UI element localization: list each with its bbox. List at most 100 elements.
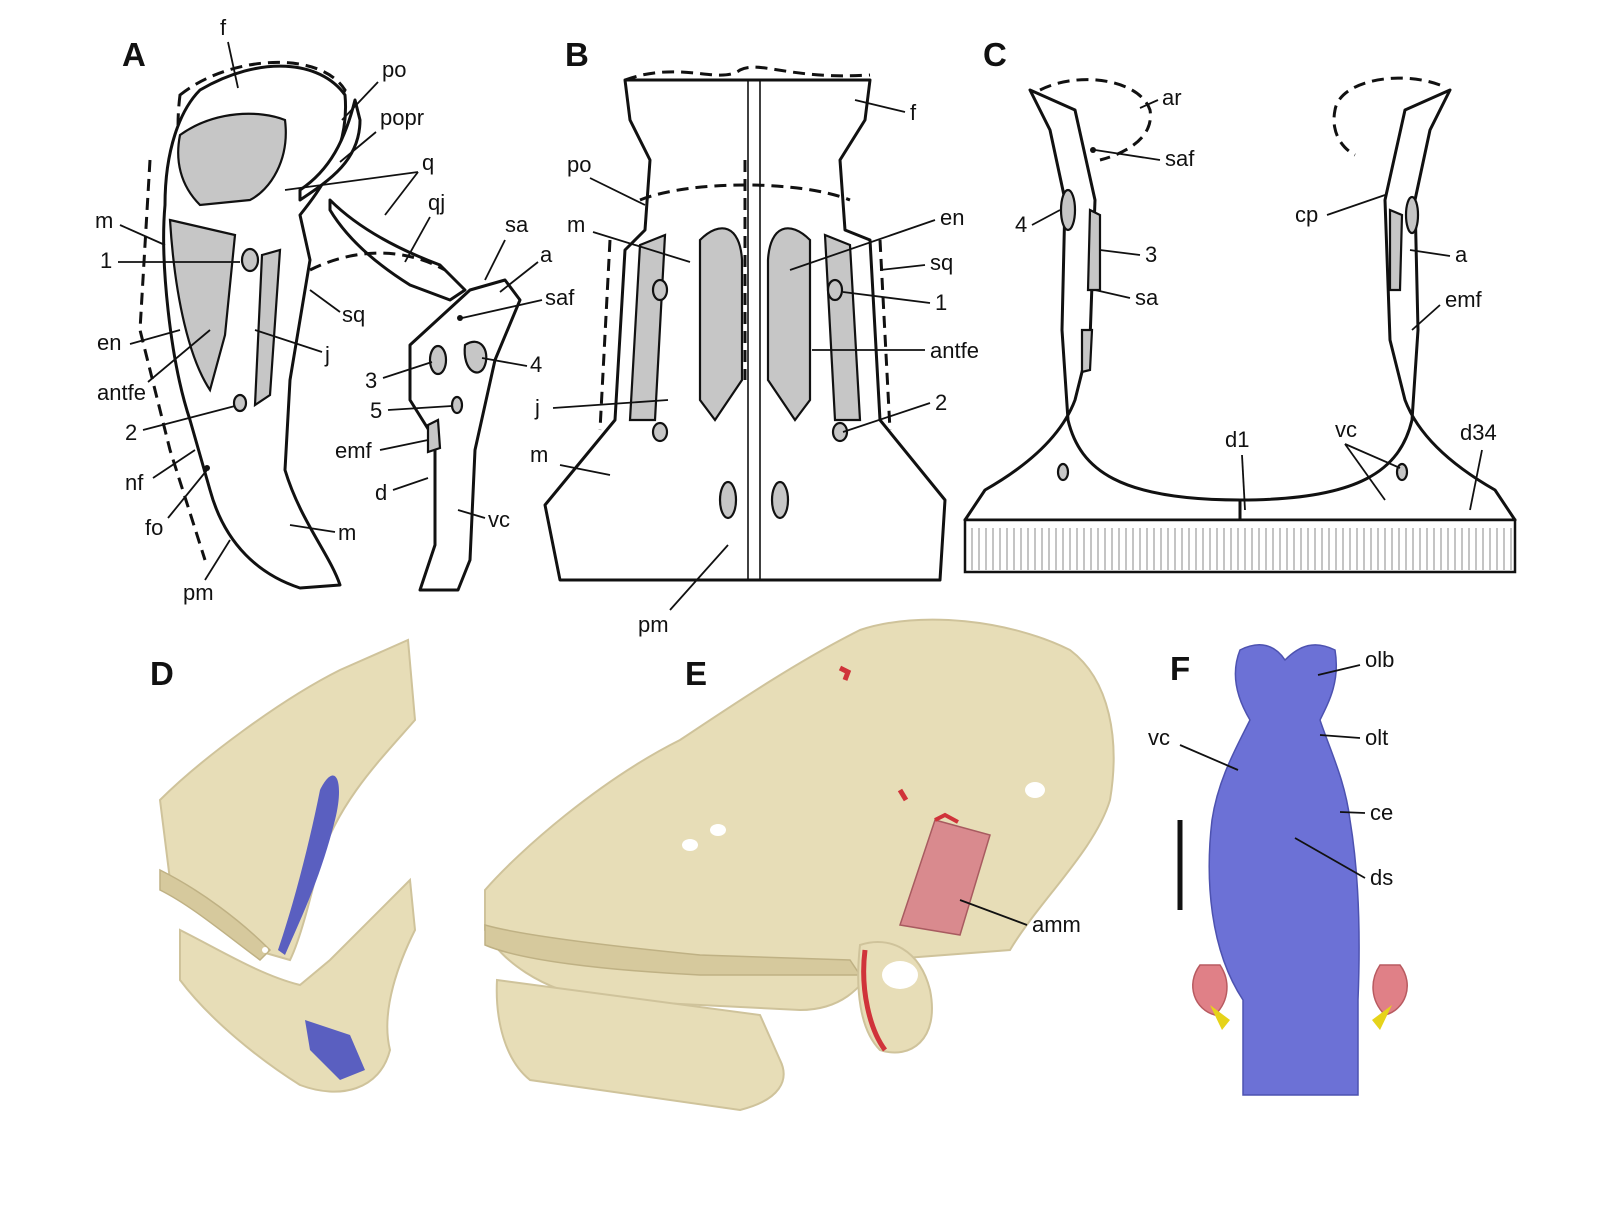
d-upper-jaw-edge <box>159 868 272 961</box>
label-a-q: q <box>422 150 434 175</box>
label-a-a: a <box>540 242 553 267</box>
label-a-vc: vc <box>488 507 510 532</box>
emf-a <box>426 418 442 454</box>
label-a-saf: saf <box>545 285 575 310</box>
label-b-po: po <box>567 152 591 177</box>
label-a-emf: emf <box>335 438 373 463</box>
f-nerve-left <box>1210 1005 1230 1030</box>
e-quadrate-section <box>857 941 933 1054</box>
label-a-m2: m <box>338 520 356 545</box>
panel-label-a: A <box>122 36 146 73</box>
label-f-ds: ds <box>1370 865 1393 890</box>
jaw-dashed <box>598 239 892 431</box>
label-a-fo: fo <box>145 515 163 540</box>
fenestra-right-small-c <box>1404 195 1420 235</box>
label-a-po: po <box>382 57 406 82</box>
f-brain-endocast <box>1208 644 1360 1096</box>
panel-e: E amm <box>484 618 1115 1112</box>
foramen-1-right-b <box>826 278 844 302</box>
label-a-antfe: antfe <box>97 380 146 405</box>
postorbital-process <box>298 98 362 202</box>
label-a-popr: popr <box>380 105 424 130</box>
foramen-1-left-b <box>651 278 669 302</box>
label-a-sa: sa <box>505 212 529 237</box>
label-c-cp: cp <box>1295 202 1318 227</box>
panel-label-c: C <box>983 36 1007 73</box>
dental-battery-band <box>963 518 1517 574</box>
panel-label-f: F <box>1170 650 1190 687</box>
label-c-4: 4 <box>1015 212 1027 237</box>
quadratojugal-bar <box>328 198 467 302</box>
left-antfe-b <box>698 227 744 422</box>
fenestra-right-c <box>1388 208 1404 292</box>
label-a-f: f <box>220 15 227 40</box>
label-c-vc: vc <box>1335 417 1357 442</box>
lateral-temporal-fenestra <box>253 248 282 408</box>
d-lower-jaw-bone <box>179 877 417 1093</box>
e-section-hole <box>882 961 918 989</box>
label-c-d1: d1 <box>1225 427 1249 452</box>
label-b-en: en <box>940 205 964 230</box>
e-amm-muscle <box>899 819 991 936</box>
articular-dashed-right <box>1332 76 1441 157</box>
e-cut-surface <box>861 949 888 1052</box>
right-antfe-b <box>766 227 812 422</box>
label-c-d34: d34 <box>1460 420 1497 445</box>
label-b-1: 1 <box>935 290 947 315</box>
foramen-2-right-b <box>831 421 849 443</box>
labels-b: f po m en sq 1 antfe 2 j m pm <box>530 99 979 637</box>
label-a-5: 5 <box>370 398 382 423</box>
panel-d: D <box>150 638 417 1093</box>
fenestra-5-a <box>450 395 464 415</box>
orbit-fenestra <box>177 112 287 207</box>
label-a-j: j <box>324 342 330 367</box>
label-a-pm: pm <box>183 580 214 605</box>
panel-b: B f po m en sq 1 antf <box>530 36 979 637</box>
label-b-m2: m <box>530 442 548 467</box>
panel-label-b: B <box>565 36 589 73</box>
label-b-antfe: antfe <box>930 338 979 363</box>
label-f-ce: ce <box>1370 800 1393 825</box>
label-c-sa: sa <box>1135 285 1159 310</box>
skull-roof-dashed <box>624 65 871 82</box>
label-b-sq: sq <box>930 250 953 275</box>
foramen-1-a <box>240 247 260 273</box>
label-c-a: a <box>1455 242 1468 267</box>
d-muscle-upper <box>278 775 340 955</box>
fenestra-3-c <box>1086 208 1102 292</box>
label-c-saf: saf <box>1165 146 1195 171</box>
labels-a: f po popr q qj m 1 sq j en antfe 2 nf <box>95 15 575 605</box>
f-nerve-right <box>1372 1005 1392 1030</box>
label-a-4: 4 <box>530 352 542 377</box>
fenestra-4-a <box>463 340 488 374</box>
emf-left-c <box>1080 328 1094 374</box>
fenestra-4-c <box>1059 188 1077 232</box>
label-e-amm: amm <box>1032 912 1081 937</box>
panel-label-e: E <box>685 655 707 692</box>
panel-f: F olb olt vc ce ds <box>1148 644 1408 1096</box>
labels-c: ar saf 4 3 sa cp a emf vc d1 d34 <box>1015 85 1497 511</box>
dental-battery-teeth <box>971 528 1512 570</box>
label-a-d: d <box>375 480 387 505</box>
articular-dashed-left <box>1039 78 1152 162</box>
label-b-pm: pm <box>638 612 669 637</box>
labels-f: olb olt vc ce ds <box>1148 647 1394 890</box>
label-b-f: f <box>910 100 917 125</box>
label-a-m: m <box>95 208 113 233</box>
label-b-j: j <box>534 395 540 420</box>
label-c-emf: emf <box>1445 287 1483 312</box>
temporal-dashed <box>309 251 446 272</box>
foramen-2-a <box>232 393 248 413</box>
foramen-2-left-b <box>651 421 669 443</box>
d-muscle-lower <box>305 1020 365 1080</box>
panel-label-d: D <box>150 655 174 692</box>
label-b-2: 2 <box>935 390 947 415</box>
label-a-sq: sq <box>342 302 365 327</box>
skull-dorsal-outline <box>543 78 947 582</box>
label-a-qj: qj <box>428 190 445 215</box>
e-lower-jaw <box>495 978 785 1112</box>
vc-foramen-left-c <box>1056 462 1070 482</box>
label-a-1: 1 <box>100 248 112 273</box>
lower-jaw-left-ramus <box>963 88 1242 522</box>
